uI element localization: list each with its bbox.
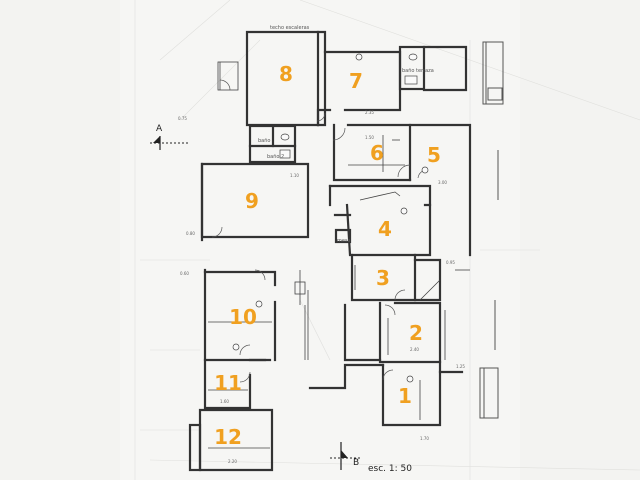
dim-label: 1.25	[456, 364, 465, 369]
dim-label: 1.10	[290, 173, 299, 178]
dim-label: 2.35	[365, 110, 374, 115]
room-number-12: 12	[214, 425, 242, 449]
room-number-2: 2	[409, 321, 423, 345]
dim-label: 0.95	[446, 260, 455, 265]
bath-fixtures	[232, 53, 429, 383]
dim-label: 0.60	[180, 271, 189, 276]
dimension-labels: 1.50 2.35 3.00 0.75 1.10 0.80 2.40 1.60 …	[178, 110, 465, 464]
room-number-6: 6	[370, 141, 384, 165]
arrow-left-icon	[153, 136, 160, 143]
dim-label: 1.60	[220, 399, 229, 404]
room-number-9: 9	[245, 189, 259, 213]
arrow-right-icon	[341, 450, 348, 458]
interior-details	[208, 61, 470, 449]
label-mesa: mesa	[337, 238, 351, 244]
section-label-b: B	[353, 458, 359, 468]
section-marker-b: B	[330, 442, 360, 470]
dim-label: 1.70	[420, 436, 429, 441]
room-number-1: 1	[398, 384, 412, 408]
label-bano-2: baño 2	[267, 154, 284, 160]
section-label-a: A	[156, 124, 163, 134]
room-number-4: 4	[378, 217, 392, 241]
label-bano-terraza: baño terraza	[402, 68, 434, 74]
door-swings	[211, 79, 428, 383]
room-number-7: 7	[349, 69, 363, 93]
room-number-10: 10	[229, 305, 257, 329]
dim-label: 1.50	[365, 135, 374, 140]
small-labels: baño terraza baño techo escaleras mesa b…	[258, 25, 434, 244]
dim-label: 2.20	[228, 459, 237, 464]
dim-label: 0.75	[178, 116, 187, 121]
dim-label: 0.80	[186, 231, 195, 236]
scale-label: esc. 1: 50	[368, 464, 412, 474]
dim-label: 3.00	[438, 180, 447, 185]
room-number-8: 8	[279, 62, 293, 86]
room-number-5: 5	[427, 143, 441, 167]
label-bano: baño	[258, 138, 270, 144]
label-techo-escaleras: techo escaleras	[270, 25, 310, 31]
section-marker-a: A	[150, 124, 190, 150]
right-edge-structure	[479, 41, 504, 419]
room-numbers: 1 2 3 4 5 6 7 8 9 10 11 12	[214, 62, 441, 449]
walls	[188, 30, 472, 472]
room-number-3: 3	[376, 266, 390, 290]
dim-label: 2.40	[410, 347, 419, 352]
room-number-11: 11	[214, 371, 242, 395]
